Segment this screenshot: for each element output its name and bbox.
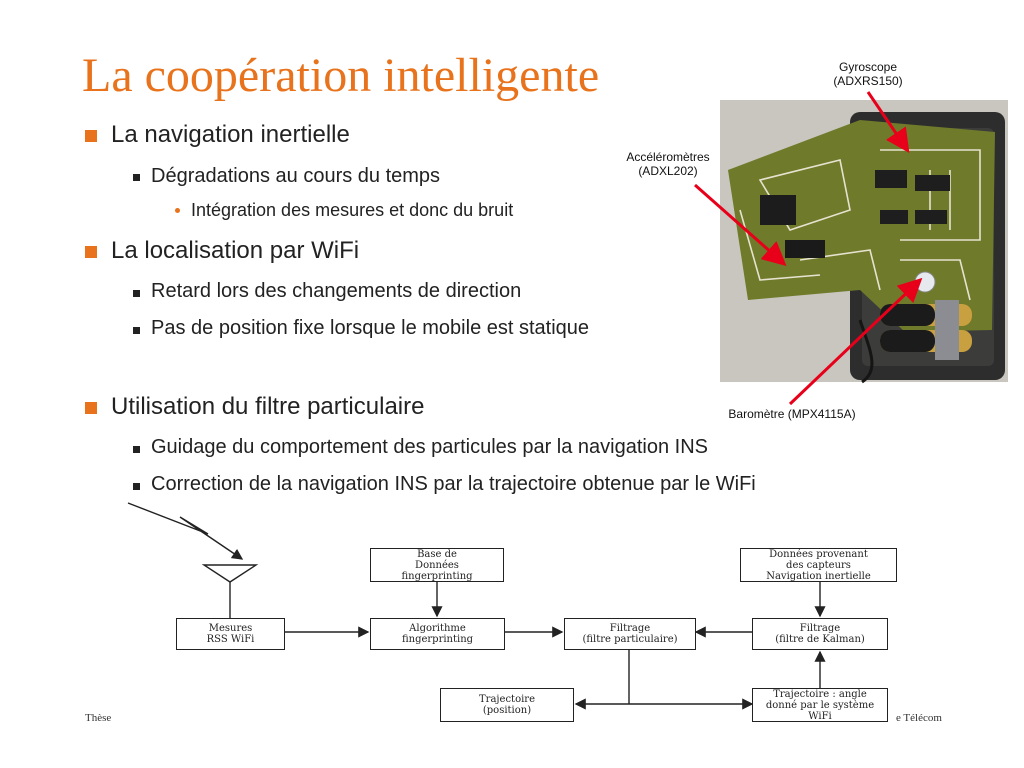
box-line: Base de	[417, 548, 457, 560]
arrow-barometre	[788, 277, 923, 406]
bullet-correction: Correction de la navigation INS par la t…	[151, 473, 756, 495]
bullet-integration: Intégration des mesures et donc du bruit	[191, 200, 514, 220]
arrow-accelerometres	[694, 183, 787, 266]
box-line: Données	[415, 559, 459, 571]
box-line: Algorithme	[409, 623, 466, 634]
box-line: Trajectoire	[479, 694, 535, 705]
footer-left: Thèse	[85, 712, 112, 724]
sub-bullet-marker	[133, 446, 140, 453]
slide-title: La coopération intelligente	[82, 49, 600, 102]
box-line: des capteurs	[786, 559, 851, 571]
callout-barometre: Baromètre (MPX4115A)	[728, 407, 856, 421]
box-line: Données provenant	[769, 548, 868, 560]
callout-accel-name: Accéléromètres	[626, 150, 710, 164]
bullet-filtre: Utilisation du filtre particulaire	[111, 393, 425, 420]
box-filtrage-kalman: Filtrage (filtre de Kalman)	[752, 618, 888, 650]
bullet-marker	[85, 246, 97, 258]
bullet-pas-position: Pas de position fixe lorsque le mobile e…	[151, 317, 590, 339]
callout-gyroscope-model: (ADXRS150)	[833, 74, 903, 88]
box-base-donnees: Base de Données fingerprinting	[370, 548, 504, 582]
sub-bullet-marker	[133, 483, 140, 490]
bullet-retard: Retard lors des changements de direction	[151, 280, 522, 302]
box-algorithme: Algorithme fingerprinting	[370, 618, 505, 650]
arrow-gyroscope	[866, 91, 910, 153]
box-trajectoire-angle: Trajectoire : angle donné par le système…	[752, 688, 888, 722]
callout-accelerometres: Accéléromètres (ADXL202)	[616, 150, 720, 178]
box-filtrage-particulaire: Filtrage (filtre particulaire)	[564, 618, 696, 650]
bullet-guidage: Guidage du comportement des particules p…	[151, 436, 708, 458]
callout-accel-model: (ADXL202)	[638, 164, 698, 178]
bullet-nav-inertielle: La navigation inertielle	[111, 121, 350, 148]
footer-right: e Télécom	[896, 712, 942, 724]
box-line: RSS WiFi	[206, 634, 255, 645]
box-line: fingerprinting	[401, 570, 473, 582]
box-line: Trajectoire : angle	[773, 688, 867, 700]
bullet-loc-wifi: La localisation par WiFi	[111, 237, 360, 264]
box-line: Mesures	[208, 623, 253, 634]
box-donnees-capteurs: Données provenant des capteurs Navigatio…	[740, 548, 897, 582]
callout-gyroscope-name: Gyroscope	[838, 60, 898, 74]
box-line: Filtrage	[609, 623, 651, 634]
sub-bullet-marker	[133, 290, 140, 297]
box-line: WiFi	[808, 710, 832, 722]
box-line: donné par le système	[765, 699, 875, 711]
bullet-marker	[85, 130, 97, 142]
box-line: (filtre particulaire)	[582, 634, 678, 645]
box-mesures: Mesures RSS WiFi	[176, 618, 285, 650]
bullet-marker	[85, 402, 97, 414]
sub-bullet-marker	[133, 174, 140, 181]
sub-sub-bullet-marker	[175, 208, 180, 213]
bullet-degradations: Dégradations au cours du temps	[151, 165, 441, 187]
box-line: Navigation inertielle	[766, 570, 871, 582]
box-line: (position)	[482, 705, 532, 716]
box-line: (filtre de Kalman)	[775, 634, 865, 645]
callout-gyroscope: Gyroscope (ADXRS150)	[820, 60, 916, 88]
sub-bullet-marker	[133, 327, 140, 334]
box-line: fingerprinting	[401, 634, 474, 645]
box-line: Filtrage	[799, 623, 841, 634]
box-trajectoire-position: Trajectoire (position)	[440, 688, 574, 722]
